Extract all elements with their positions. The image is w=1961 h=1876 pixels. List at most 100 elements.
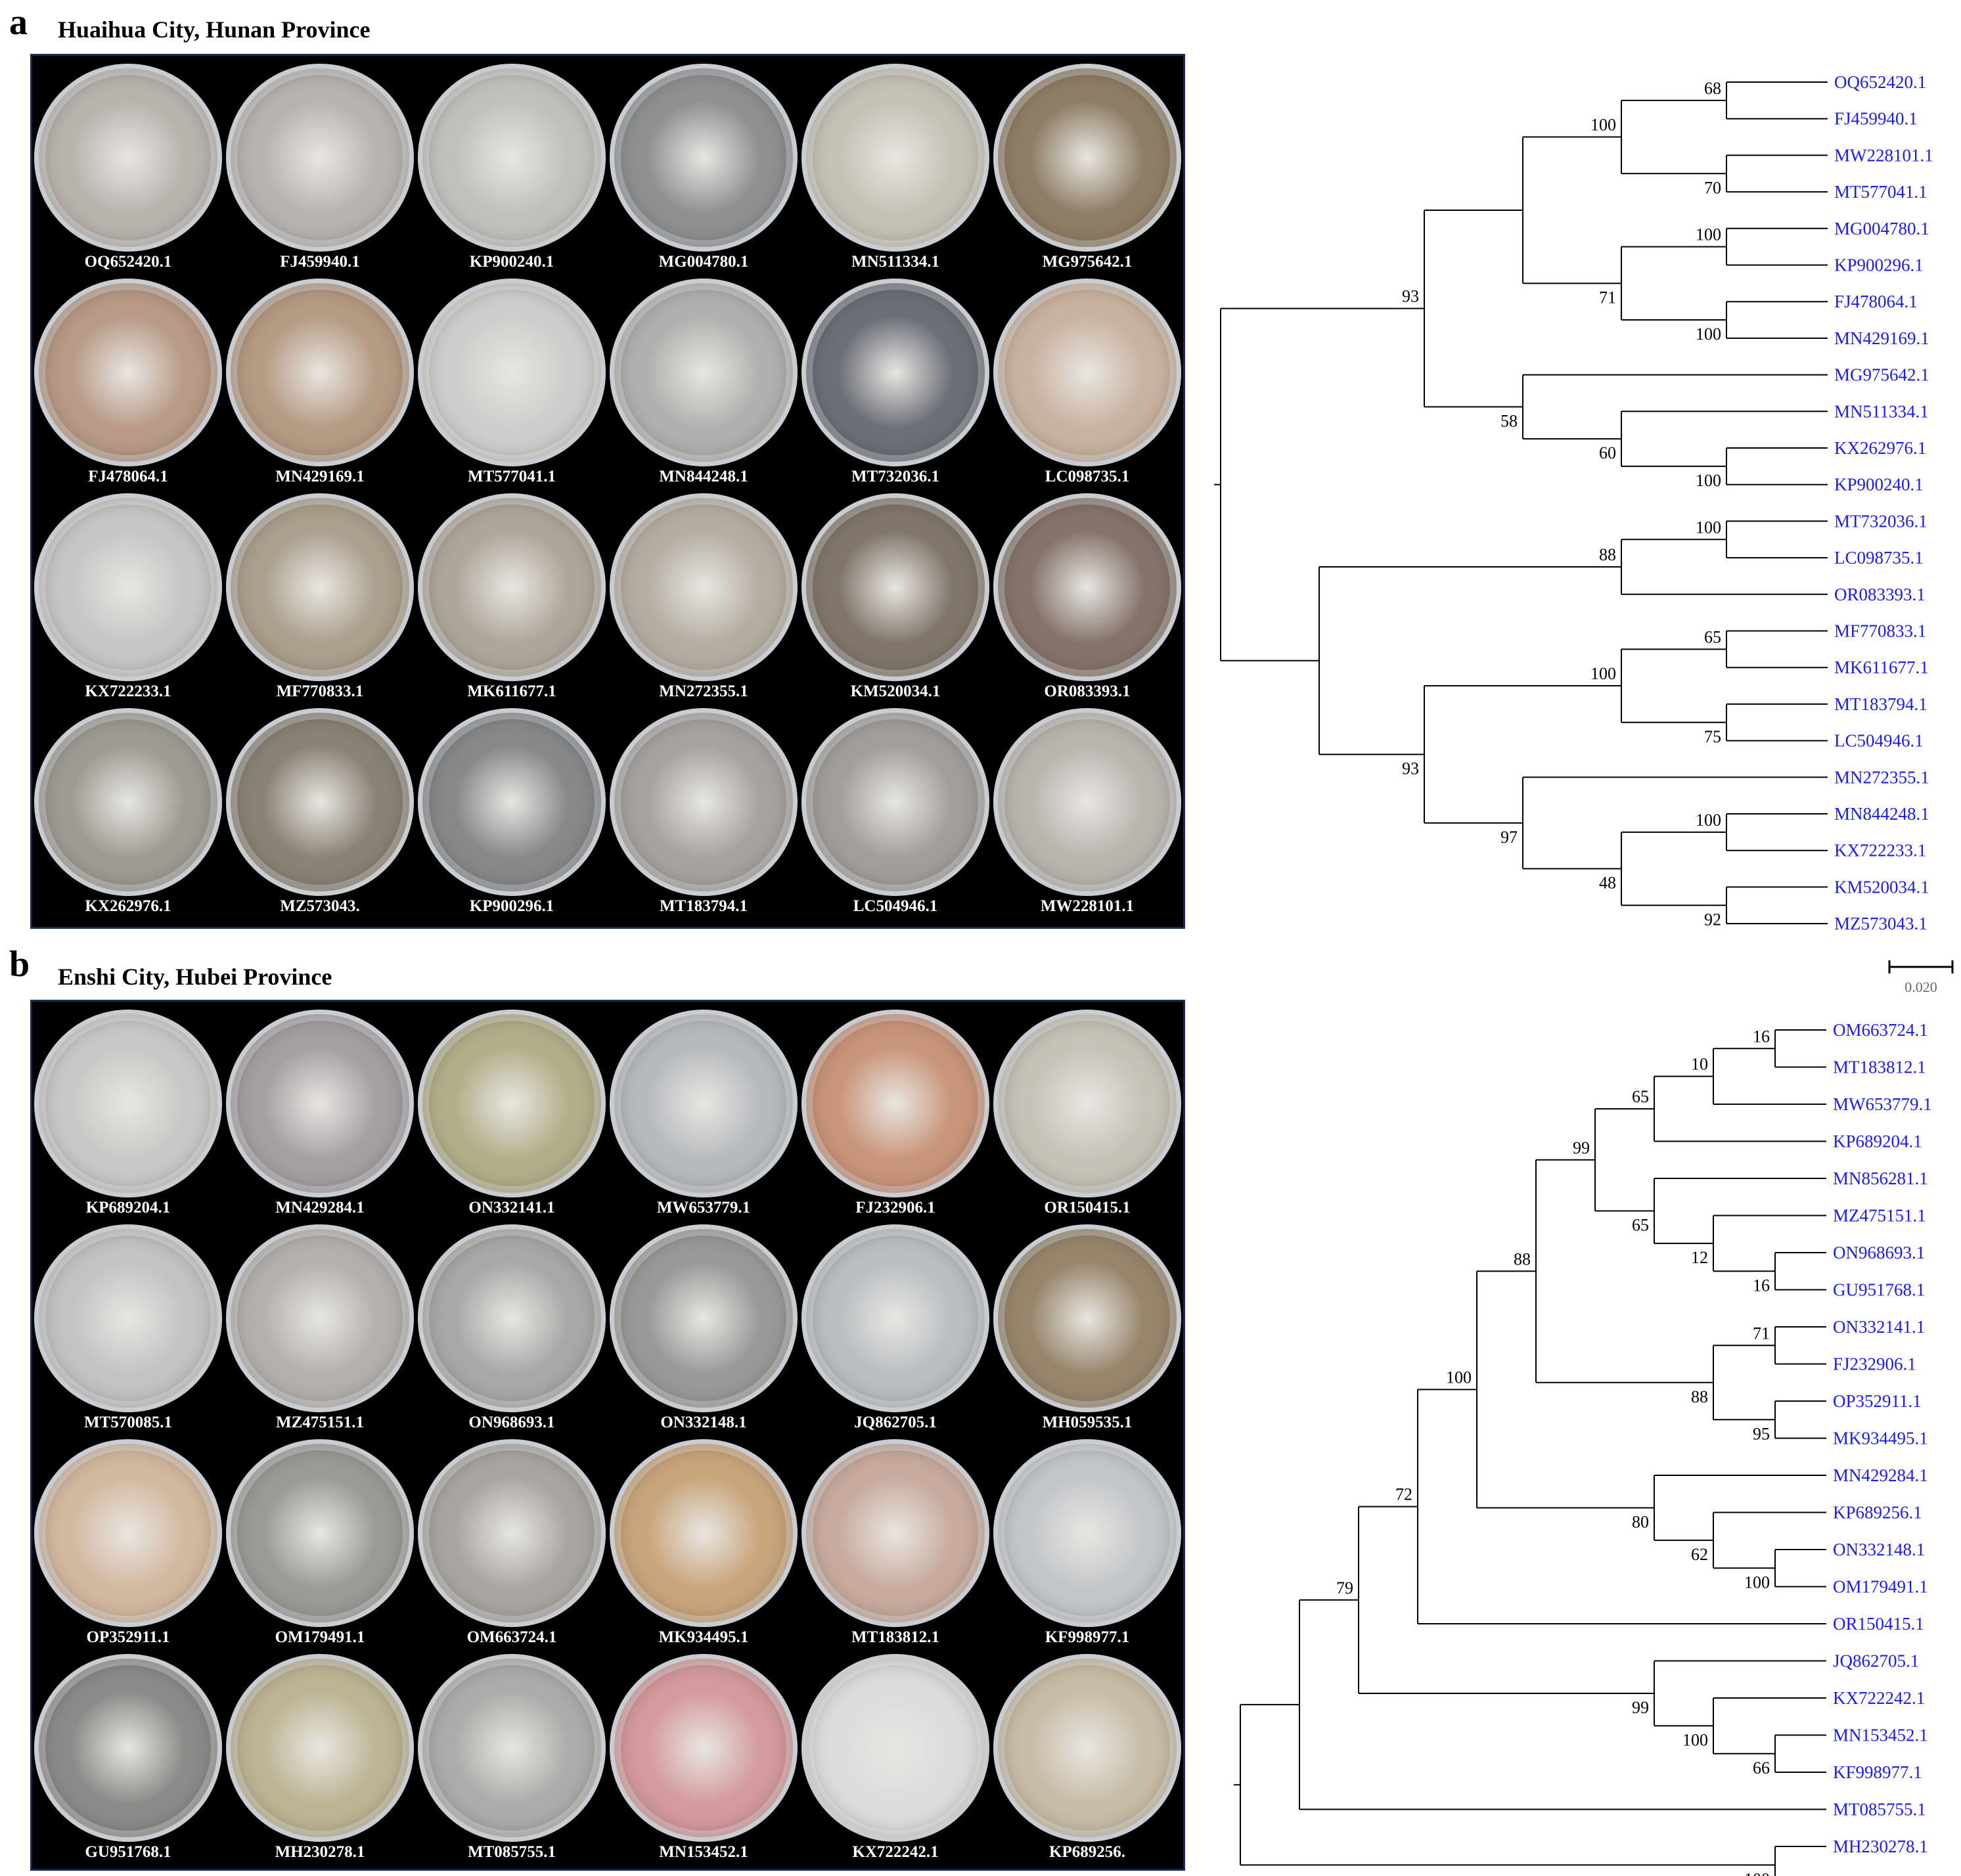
bootstrap-value: 62 bbox=[1691, 1545, 1708, 1564]
culture-plate bbox=[801, 1224, 989, 1412]
bootstrap-value: 100 bbox=[1696, 225, 1721, 244]
culture-plate bbox=[226, 1654, 414, 1842]
culture-plate bbox=[226, 64, 414, 252]
tree-leaf-label: MW228101.1 bbox=[1834, 145, 1933, 165]
tree-leaf-label: KP689204.1 bbox=[1833, 1132, 1922, 1151]
bootstrap-value: 80 bbox=[1632, 1512, 1649, 1531]
bootstrap-value: 100 bbox=[1590, 116, 1616, 135]
culture-plate bbox=[34, 1654, 222, 1842]
plate-label: MZ475151.1 bbox=[275, 1414, 365, 1431]
plate-label: MH230278.1 bbox=[275, 1843, 365, 1861]
plate-label: MN429169.1 bbox=[275, 468, 365, 485]
culture-plate bbox=[418, 1224, 606, 1412]
tree-leaf-label: MH230278.1 bbox=[1833, 1837, 1928, 1856]
tree-leaf-label: OQ652420.1 bbox=[1834, 72, 1926, 92]
tree-leaf-label: MN844248.1 bbox=[1834, 804, 1929, 824]
culture-plate bbox=[993, 493, 1181, 681]
tree-leaf-label: MN153452.1 bbox=[1833, 1726, 1928, 1745]
bootstrap-value: 88 bbox=[1514, 1249, 1531, 1268]
tree-leaf-label: ON968693.1 bbox=[1833, 1243, 1925, 1262]
plate-label: MK934495.1 bbox=[658, 1628, 749, 1646]
tree-leaf-label: MT732036.1 bbox=[1834, 511, 1927, 531]
plate-label: JQ862705.1 bbox=[854, 1414, 937, 1431]
tree-leaf-label: KF998977.1 bbox=[1833, 1762, 1922, 1782]
tree-leaf-label: FJ478064.1 bbox=[1834, 292, 1918, 311]
tree-leaf-label: MN511334.1 bbox=[1834, 401, 1929, 421]
culture-plate bbox=[610, 708, 798, 896]
tree-leaf-label: KP900240.1 bbox=[1834, 475, 1924, 495]
tree-leaf-label: MK611677.1 bbox=[1834, 658, 1929, 677]
tree-leaf-label: LC504946.1 bbox=[1834, 731, 1924, 751]
culture-plate bbox=[610, 493, 798, 681]
culture-plate bbox=[610, 1439, 798, 1627]
plate-label: MG004780.1 bbox=[658, 253, 749, 271]
plate-label: GU951768.1 bbox=[85, 1843, 171, 1861]
bootstrap-value: 68 bbox=[1704, 79, 1721, 98]
bootstrap-value: 88 bbox=[1691, 1387, 1708, 1406]
plate-label: MH059535.1 bbox=[1042, 1414, 1133, 1431]
culture-plate bbox=[34, 279, 222, 466]
culture-plate bbox=[801, 64, 989, 252]
bootstrap-value: 60 bbox=[1599, 443, 1616, 462]
bootstrap-value: 88 bbox=[1599, 545, 1616, 564]
bootstrap-value: 99 bbox=[1573, 1138, 1590, 1157]
tree-leaf-label: OR150415.1 bbox=[1833, 1614, 1924, 1634]
culture-plate bbox=[610, 1010, 798, 1197]
tree-leaf-label: MT183794.1 bbox=[1834, 694, 1927, 714]
plate-label: KM520034.1 bbox=[850, 682, 941, 700]
tree-leaf-label: KX262976.1 bbox=[1834, 438, 1926, 458]
plate-label: KX262976.1 bbox=[85, 897, 171, 915]
bootstrap-value: 92 bbox=[1704, 910, 1721, 929]
bootstrap-value: 71 bbox=[1753, 1324, 1770, 1343]
bootstrap-value: 100 bbox=[1446, 1368, 1472, 1387]
plate-label: OM663724.1 bbox=[466, 1628, 557, 1646]
plate-label: KP900240.1 bbox=[469, 253, 554, 271]
plate-label: FJ478064.1 bbox=[88, 468, 168, 485]
bootstrap-value: 95 bbox=[1753, 1424, 1770, 1443]
tree-leaf-label: MZ573043.1 bbox=[1834, 914, 1927, 933]
culture-plate bbox=[34, 1224, 222, 1412]
plate-label: MF770833.1 bbox=[276, 682, 364, 700]
tree-leaf-label: OR083393.1 bbox=[1834, 585, 1926, 604]
culture-plate bbox=[34, 493, 222, 681]
tree-leaf-label: KX722242.1 bbox=[1833, 1688, 1925, 1708]
bootstrap-value: 16 bbox=[1753, 1276, 1770, 1295]
plate-label: OR150415.1 bbox=[1044, 1199, 1131, 1217]
culture-plate bbox=[34, 64, 222, 252]
culture-plate bbox=[801, 1439, 989, 1627]
plate-label: MN272355.1 bbox=[659, 682, 748, 700]
culture-plate bbox=[418, 1439, 606, 1627]
culture-plate bbox=[418, 64, 606, 252]
culture-plate bbox=[226, 1439, 414, 1627]
plate-label: MK611677.1 bbox=[467, 682, 556, 700]
culture-plate bbox=[610, 1654, 798, 1842]
bootstrap-value: 65 bbox=[1632, 1215, 1649, 1234]
panel-b-title: Enshi City, Hubei Province bbox=[58, 964, 332, 990]
tree-leaf-label: KX722233.1 bbox=[1834, 841, 1926, 860]
bootstrap-value: 93 bbox=[1402, 287, 1419, 306]
tree-leaf-label: LC098735.1 bbox=[1834, 548, 1924, 568]
bootstrap-value: 100 bbox=[1696, 324, 1721, 344]
plate-label: FJ459940.1 bbox=[280, 253, 360, 271]
panel-b-letter: b bbox=[9, 944, 30, 985]
bootstrap-value: 100 bbox=[1744, 1573, 1770, 1592]
culture-plate bbox=[34, 1010, 222, 1197]
tree-leaf-label: OM179491.1 bbox=[1833, 1577, 1928, 1597]
plate-label: OR083393.1 bbox=[1044, 682, 1131, 700]
plate-label: MW228101.1 bbox=[1040, 897, 1135, 915]
culture-plate bbox=[418, 1654, 606, 1842]
bootstrap-value: 100 bbox=[1696, 811, 1721, 830]
bootstrap-value: 10 bbox=[1691, 1055, 1708, 1074]
culture-plate bbox=[226, 493, 414, 681]
culture-plate bbox=[34, 708, 222, 896]
phylogenetic-tree-a: 6870100100711001006058931008865751001009… bbox=[1214, 72, 1933, 933]
plate-label: ON968693.1 bbox=[468, 1414, 555, 1431]
tree-leaf-label: GU951768.1 bbox=[1833, 1280, 1925, 1300]
culture-plate bbox=[226, 1010, 414, 1197]
plate-label: FJ232906.1 bbox=[855, 1199, 935, 1217]
bootstrap-value: 58 bbox=[1500, 411, 1518, 430]
culture-plate bbox=[801, 279, 989, 466]
culture-plate bbox=[801, 1654, 989, 1842]
